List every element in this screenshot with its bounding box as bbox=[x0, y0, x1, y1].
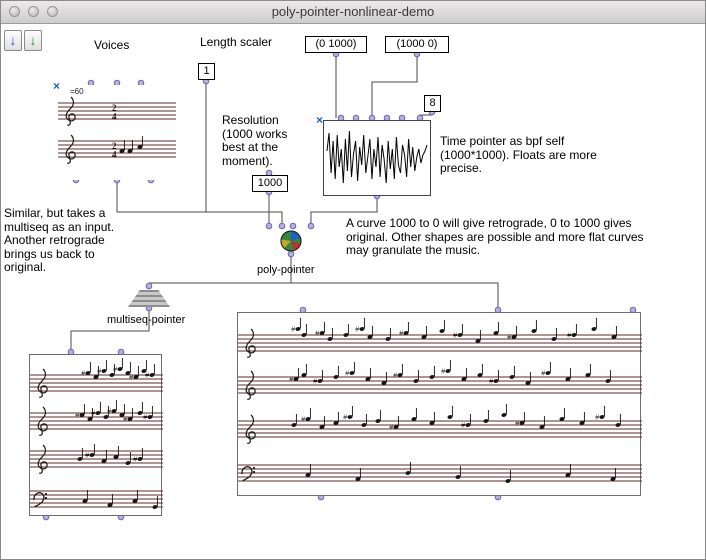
bpf-curve-box[interactable] bbox=[323, 120, 431, 196]
svg-text:#: # bbox=[315, 331, 319, 338]
svg-text:#: # bbox=[81, 371, 85, 378]
svg-text:#: # bbox=[441, 369, 445, 376]
svg-text:#: # bbox=[75, 413, 79, 420]
scroll-down-green-button[interactable]: ↓ bbox=[24, 30, 42, 51]
svg-text:#: # bbox=[107, 409, 111, 416]
poly-pointer-label: poly-pointer bbox=[257, 264, 314, 276]
curve-shapes-note: A curve 1000 to 0 will give retrograde, … bbox=[346, 217, 651, 258]
multiseq-pointer-label: multiseq-pointer bbox=[107, 314, 185, 326]
title-bar[interactable]: poly-pointer-nonlinear-demo bbox=[1, 1, 705, 24]
svg-text:#: # bbox=[91, 411, 95, 418]
multiseq-score-left[interactable]: # # # # # # # # # # # # bbox=[29, 354, 162, 516]
voices-label: Voices bbox=[94, 38, 129, 52]
window-controls bbox=[9, 6, 58, 17]
svg-text:4: 4 bbox=[112, 150, 117, 160]
time-pointer-note: Time pointer as bpf self (1000*1000). Fl… bbox=[440, 135, 615, 176]
multiseq-score-right[interactable]: # # # # # # # # # # # # # # # # # # # # bbox=[237, 312, 641, 496]
range-up-value-box[interactable]: (0 1000) bbox=[305, 36, 367, 53]
svg-text:#: # bbox=[113, 367, 117, 374]
multiseq-input-note: Similar, but takes a multiseq as an inpu… bbox=[4, 207, 139, 275]
length-value-box[interactable]: 1 bbox=[198, 63, 215, 80]
svg-text:#: # bbox=[123, 417, 127, 424]
svg-text:#: # bbox=[301, 417, 305, 424]
svg-text:#: # bbox=[595, 415, 599, 422]
resolution-value-box[interactable]: 1000 bbox=[252, 175, 288, 192]
svg-text:#: # bbox=[489, 379, 493, 386]
svg-text:4: 4 bbox=[112, 112, 117, 122]
tempo-label: =60 bbox=[70, 87, 84, 96]
svg-text:#: # bbox=[507, 335, 511, 342]
svg-text:#: # bbox=[399, 331, 403, 338]
svg-text:#: # bbox=[355, 327, 359, 334]
range-down-value-box[interactable]: (1000 0) bbox=[385, 36, 449, 53]
length-scaler-label: Length scaler bbox=[200, 35, 272, 49]
svg-text:#: # bbox=[461, 423, 465, 430]
svg-text:#: # bbox=[145, 373, 149, 380]
selection-x-icon: × bbox=[316, 114, 323, 126]
eight-value-box[interactable]: 8 bbox=[424, 95, 441, 112]
svg-text:#: # bbox=[313, 379, 317, 386]
svg-text:#: # bbox=[389, 425, 393, 432]
svg-text:#: # bbox=[567, 333, 571, 340]
minimize-button[interactable] bbox=[28, 6, 39, 17]
svg-text:#: # bbox=[133, 457, 137, 464]
zoom-button[interactable] bbox=[47, 6, 58, 17]
svg-text:#: # bbox=[97, 369, 101, 376]
close-button[interactable] bbox=[9, 6, 20, 17]
svg-text:#: # bbox=[343, 415, 347, 422]
selection-x-icon: × bbox=[53, 80, 60, 92]
svg-text:#: # bbox=[453, 333, 457, 340]
patch-canvas[interactable]: ↓ ↓ Voices Length scaler (0 1000) (1000 … bbox=[1, 24, 706, 560]
svg-text:#: # bbox=[289, 377, 293, 384]
svg-text:#: # bbox=[345, 371, 349, 378]
window-title: poly-pointer-nonlinear-demo bbox=[1, 1, 705, 23]
svg-text:#: # bbox=[85, 453, 89, 460]
poly-pointer-icon[interactable] bbox=[279, 229, 303, 253]
svg-text:#: # bbox=[541, 371, 545, 378]
resolution-note: Resolution (1000 works best at the momen… bbox=[222, 114, 302, 168]
svg-text:#: # bbox=[129, 375, 133, 382]
svg-text:#: # bbox=[143, 415, 147, 422]
svg-text:#: # bbox=[393, 373, 397, 380]
svg-text:#: # bbox=[515, 421, 519, 428]
scroll-down-blue-button[interactable]: ↓ bbox=[4, 30, 22, 51]
voices-score-box[interactable]: =60 2424 bbox=[58, 85, 176, 180]
svg-text:#: # bbox=[291, 327, 295, 334]
